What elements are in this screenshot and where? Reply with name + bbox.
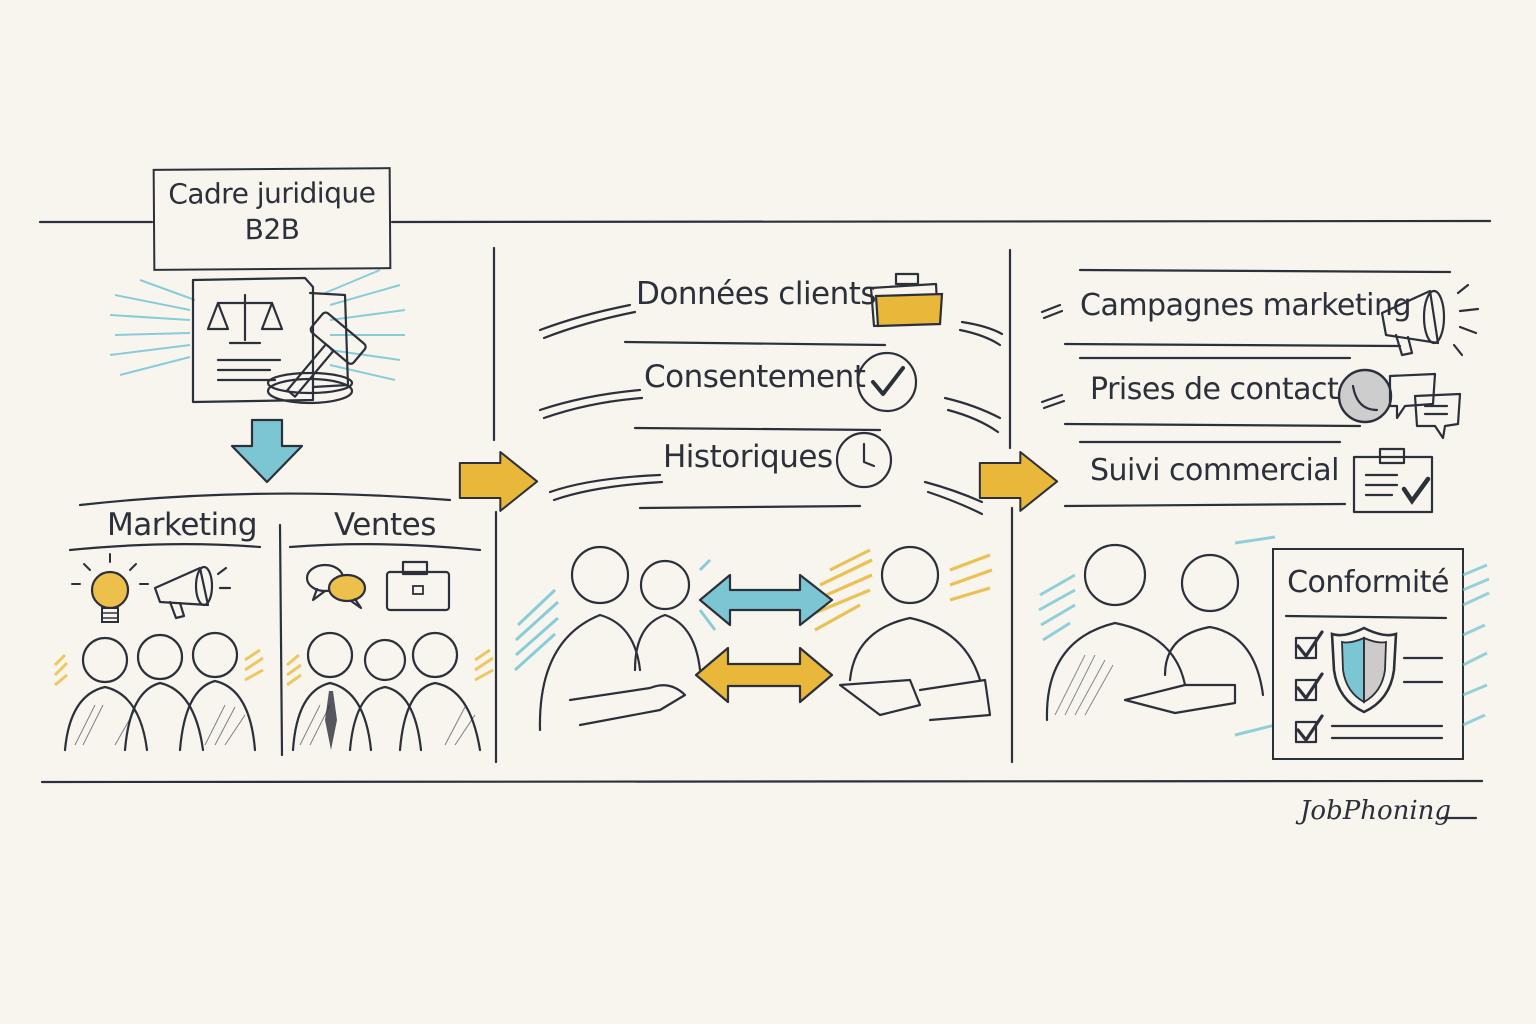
ventes-label: Ventes <box>334 507 436 543</box>
marketing-team-illustration <box>53 631 264 752</box>
legal-hero-illustration <box>109 269 406 405</box>
briefcase-icon <box>385 560 451 612</box>
clipboard-check-icon <box>1352 447 1434 514</box>
column3-lines <box>1040 268 1452 508</box>
item-prises-de-contact: Prises de contact <box>1090 372 1339 407</box>
lightbulb-icon <box>71 553 149 623</box>
legal-title-box: Cadre juridique B2B <box>152 167 392 271</box>
checkbox-list <box>1294 630 1324 744</box>
handshake-scene <box>513 545 993 732</box>
compliance-card-content <box>1284 614 1448 744</box>
marketing-label: Marketing <box>107 507 258 543</box>
item-campagnes-marketing: Campagnes marketing <box>1080 288 1412 323</box>
clock-icon <box>835 431 893 489</box>
sales-team-illustration <box>286 631 494 752</box>
client-pair-illustration <box>1038 535 1276 737</box>
legal-title-line1: Cadre juridique <box>168 176 376 211</box>
legal-title-line2: B2B <box>244 212 300 247</box>
phone-chat-icon <box>1337 368 1462 440</box>
right-arrow-2 <box>978 450 1059 512</box>
compliance-card-hatching <box>1462 563 1490 727</box>
group-header-lines <box>68 492 482 552</box>
item-consentement: Consentement <box>644 359 866 395</box>
chat-bubbles-icon <box>305 563 367 610</box>
item-donnees-clients: Données clients <box>636 276 877 312</box>
folder-icon <box>869 272 944 328</box>
signature-underline <box>1440 816 1478 820</box>
column2-swoosh-lines <box>538 303 1004 516</box>
right-arrow-1 <box>458 450 539 512</box>
item-suivi-commercial: Suivi commercial <box>1090 453 1340 488</box>
compliance-title: Conformité <box>1287 565 1449 600</box>
megaphone-icon <box>1380 283 1480 357</box>
item-historiques: Historiques <box>663 439 833 475</box>
compliance-card: Conformité <box>1272 548 1464 760</box>
down-arrow-icon <box>230 418 304 484</box>
brand-signature: JobPhoning <box>1300 796 1452 826</box>
checkmark-circle-icon <box>856 351 918 413</box>
megaphone-icon <box>153 565 232 620</box>
